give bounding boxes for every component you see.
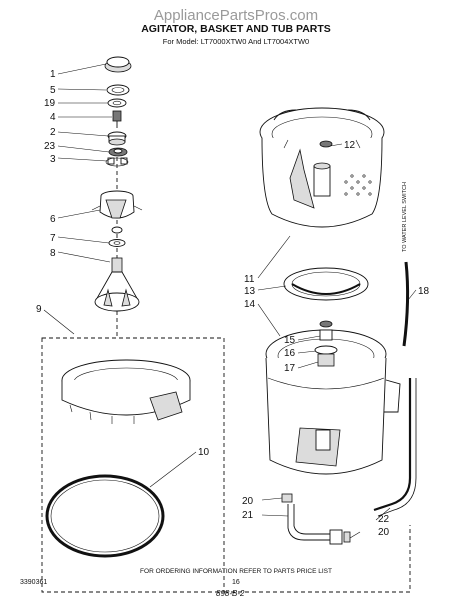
- left-leader-lines: [43, 63, 197, 488]
- part-ring: [108, 239, 126, 247]
- callout-8: 8: [50, 248, 56, 259]
- callout-13: 13: [244, 286, 256, 297]
- diagram-title: AGITATOR, BASKET AND TUB PARTS: [141, 23, 331, 35]
- part-agitator-top: [91, 190, 143, 234]
- page-number: 16: [232, 579, 240, 586]
- tub-assembly-boundary: [224, 525, 411, 593]
- callout-20-lower: 20: [378, 527, 390, 538]
- part-tub-hub: [314, 320, 338, 367]
- handwritten-code: 898-B-2: [216, 589, 245, 598]
- callout-17: 17: [284, 363, 296, 374]
- watermark: AppliancePartsPros.com: [154, 7, 318, 24]
- callout-19: 19: [44, 98, 56, 109]
- callout-11: 11: [244, 274, 255, 285]
- right-leader-lines: [257, 143, 417, 539]
- document-number: 3390361: [20, 579, 47, 586]
- callout-21: 21: [242, 510, 254, 521]
- callout-22: 22: [378, 514, 390, 525]
- callout-20-upper: 20: [242, 496, 254, 507]
- part-wash-basket: [259, 107, 385, 228]
- callout-1: 1: [50, 69, 56, 80]
- part-water-level-tube: [402, 261, 410, 347]
- callout-5: 5: [50, 85, 56, 96]
- callout-23: 23: [44, 141, 56, 152]
- callout-12: 12: [344, 140, 356, 151]
- callout-2: 2: [50, 127, 56, 138]
- callout-14: 14: [244, 299, 256, 310]
- part-seal: [106, 84, 130, 96]
- part-washer: [107, 98, 127, 108]
- part-cam: [107, 131, 127, 146]
- callout-6: 6: [50, 214, 56, 225]
- part-agitator-base: [94, 257, 140, 312]
- water-level-note: TO WATER LEVEL SWITCH: [402, 182, 408, 252]
- part-outer-tub: [265, 329, 401, 475]
- part-drain-hose: [373, 378, 417, 517]
- callout-9: 9: [36, 304, 42, 315]
- part-bolt: [112, 110, 122, 128]
- callout-3: 3: [50, 154, 56, 165]
- ordering-note: FOR ORDERING INFORMATION REFER TO PARTS …: [140, 568, 332, 575]
- part-drain-fittings: [281, 493, 351, 545]
- part-retainer: [108, 147, 128, 157]
- basket-assembly-boundary: [41, 337, 225, 593]
- part-basket-drive: [283, 267, 369, 301]
- callout-10: 10: [198, 447, 210, 458]
- diagram-subtitle: For Model: LT7000XTW0 And LT7004XTW0: [163, 37, 309, 46]
- callout-16: 16: [284, 348, 296, 359]
- part-dogs: [105, 157, 129, 167]
- part-drive-belt-ring: [45, 474, 165, 558]
- callout-18: 18: [418, 286, 430, 297]
- part-agitator-cap: [104, 56, 132, 73]
- callout-4: 4: [50, 112, 56, 123]
- part-basket-ring: [61, 359, 191, 424]
- callout-7: 7: [50, 233, 56, 244]
- callout-15: 15: [284, 335, 296, 346]
